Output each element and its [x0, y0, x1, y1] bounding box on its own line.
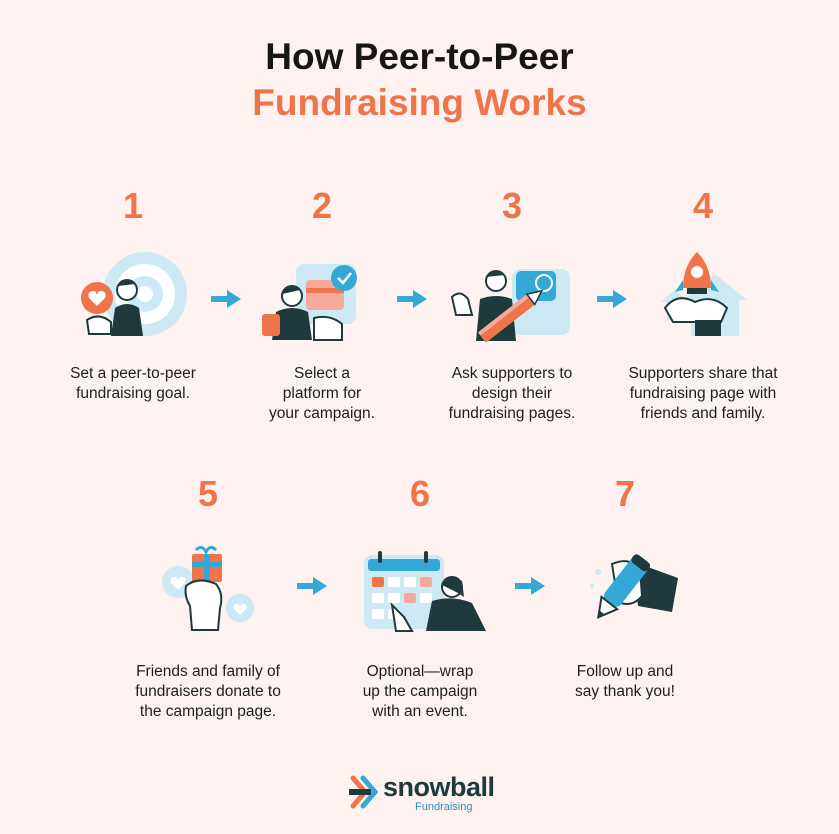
caption-line: platform for: [282, 385, 362, 402]
arrow-right-icon: [297, 577, 327, 595]
logo-wordmark: snowball: [383, 772, 495, 802]
step-number: 7: [614, 473, 636, 514]
arrow-right-icon: [515, 577, 545, 595]
arrow-right-icon: [597, 290, 627, 308]
title-line-1: How Peer-to-Peer: [265, 36, 574, 77]
step-number: 1: [122, 185, 144, 226]
caption-line: Ask supporters to: [451, 365, 573, 382]
platform-card-icon: [262, 264, 357, 341]
title-line-2: Fundraising Works: [252, 82, 587, 123]
caption-line: design their: [471, 385, 553, 402]
caption-line: say thank you!: [575, 683, 675, 700]
caption-line: Friends and family of: [136, 663, 280, 680]
step-3: 3: [412, 186, 612, 226]
page-title: How Peer-to-Peer Fundraising Works: [0, 34, 839, 126]
step-6: 6: [320, 474, 520, 514]
logo-subtitle: Fundraising: [415, 801, 473, 813]
caption-line: Set a peer-to-peer: [70, 365, 196, 382]
step-1: 1: [33, 186, 233, 226]
step-number: 4: [692, 185, 714, 226]
pen-thank-you-icon: [590, 554, 678, 619]
step-number: 2: [311, 185, 333, 226]
step-7: 7: [525, 474, 725, 514]
step-2-caption: Select a platform for your campaign.: [222, 364, 422, 424]
caption-line: the campaign page.: [139, 703, 277, 720]
step-4-caption: Supporters share that fundraising page w…: [603, 364, 803, 424]
step-2: 2: [222, 186, 422, 226]
caption-line: fundraising page with: [629, 385, 777, 402]
step-7-caption: Follow up and say thank you!: [525, 662, 725, 702]
target-goal-icon: [81, 252, 187, 336]
caption-line: Select a: [293, 365, 350, 382]
step-5: 5: [108, 474, 308, 514]
step-number: 5: [197, 473, 219, 514]
snowball-logo: snowball Fundraising: [349, 768, 499, 818]
caption-line: friends and family.: [640, 405, 766, 422]
step-3-caption: Ask supporters to design their fundraisi…: [412, 364, 612, 424]
caption-line: fundraisers donate to: [135, 683, 281, 700]
step-number: 6: [409, 473, 431, 514]
caption-line: Supporters share that: [628, 365, 778, 382]
caption-line: fundraising goal.: [76, 385, 190, 402]
rocket-share-icon: [661, 252, 747, 336]
caption-line: Optional—wrap: [366, 663, 474, 680]
design-pencil-icon: [450, 269, 570, 342]
calendar-event-icon: [364, 551, 486, 632]
snowball-logo-icon: [349, 775, 379, 809]
caption-line: up the campaign: [362, 683, 478, 700]
step-number: 3: [501, 185, 523, 226]
caption-line: with an event.: [372, 703, 468, 720]
caption-line: fundraising pages.: [448, 405, 576, 422]
caption-line: your campaign.: [269, 405, 375, 422]
arrow-right-icon: [397, 290, 427, 308]
step-1-caption: Set a peer-to-peer fundraising goal.: [33, 364, 233, 404]
caption-line: Follow up and: [576, 663, 674, 680]
step-4: 4: [603, 186, 803, 226]
step-6-caption: Optional—wrap up the campaign with an ev…: [320, 662, 520, 722]
step-5-caption: Friends and family of fundraisers donate…: [108, 662, 308, 722]
arrow-right-icon: [211, 290, 241, 308]
gift-donate-icon: [162, 545, 254, 631]
